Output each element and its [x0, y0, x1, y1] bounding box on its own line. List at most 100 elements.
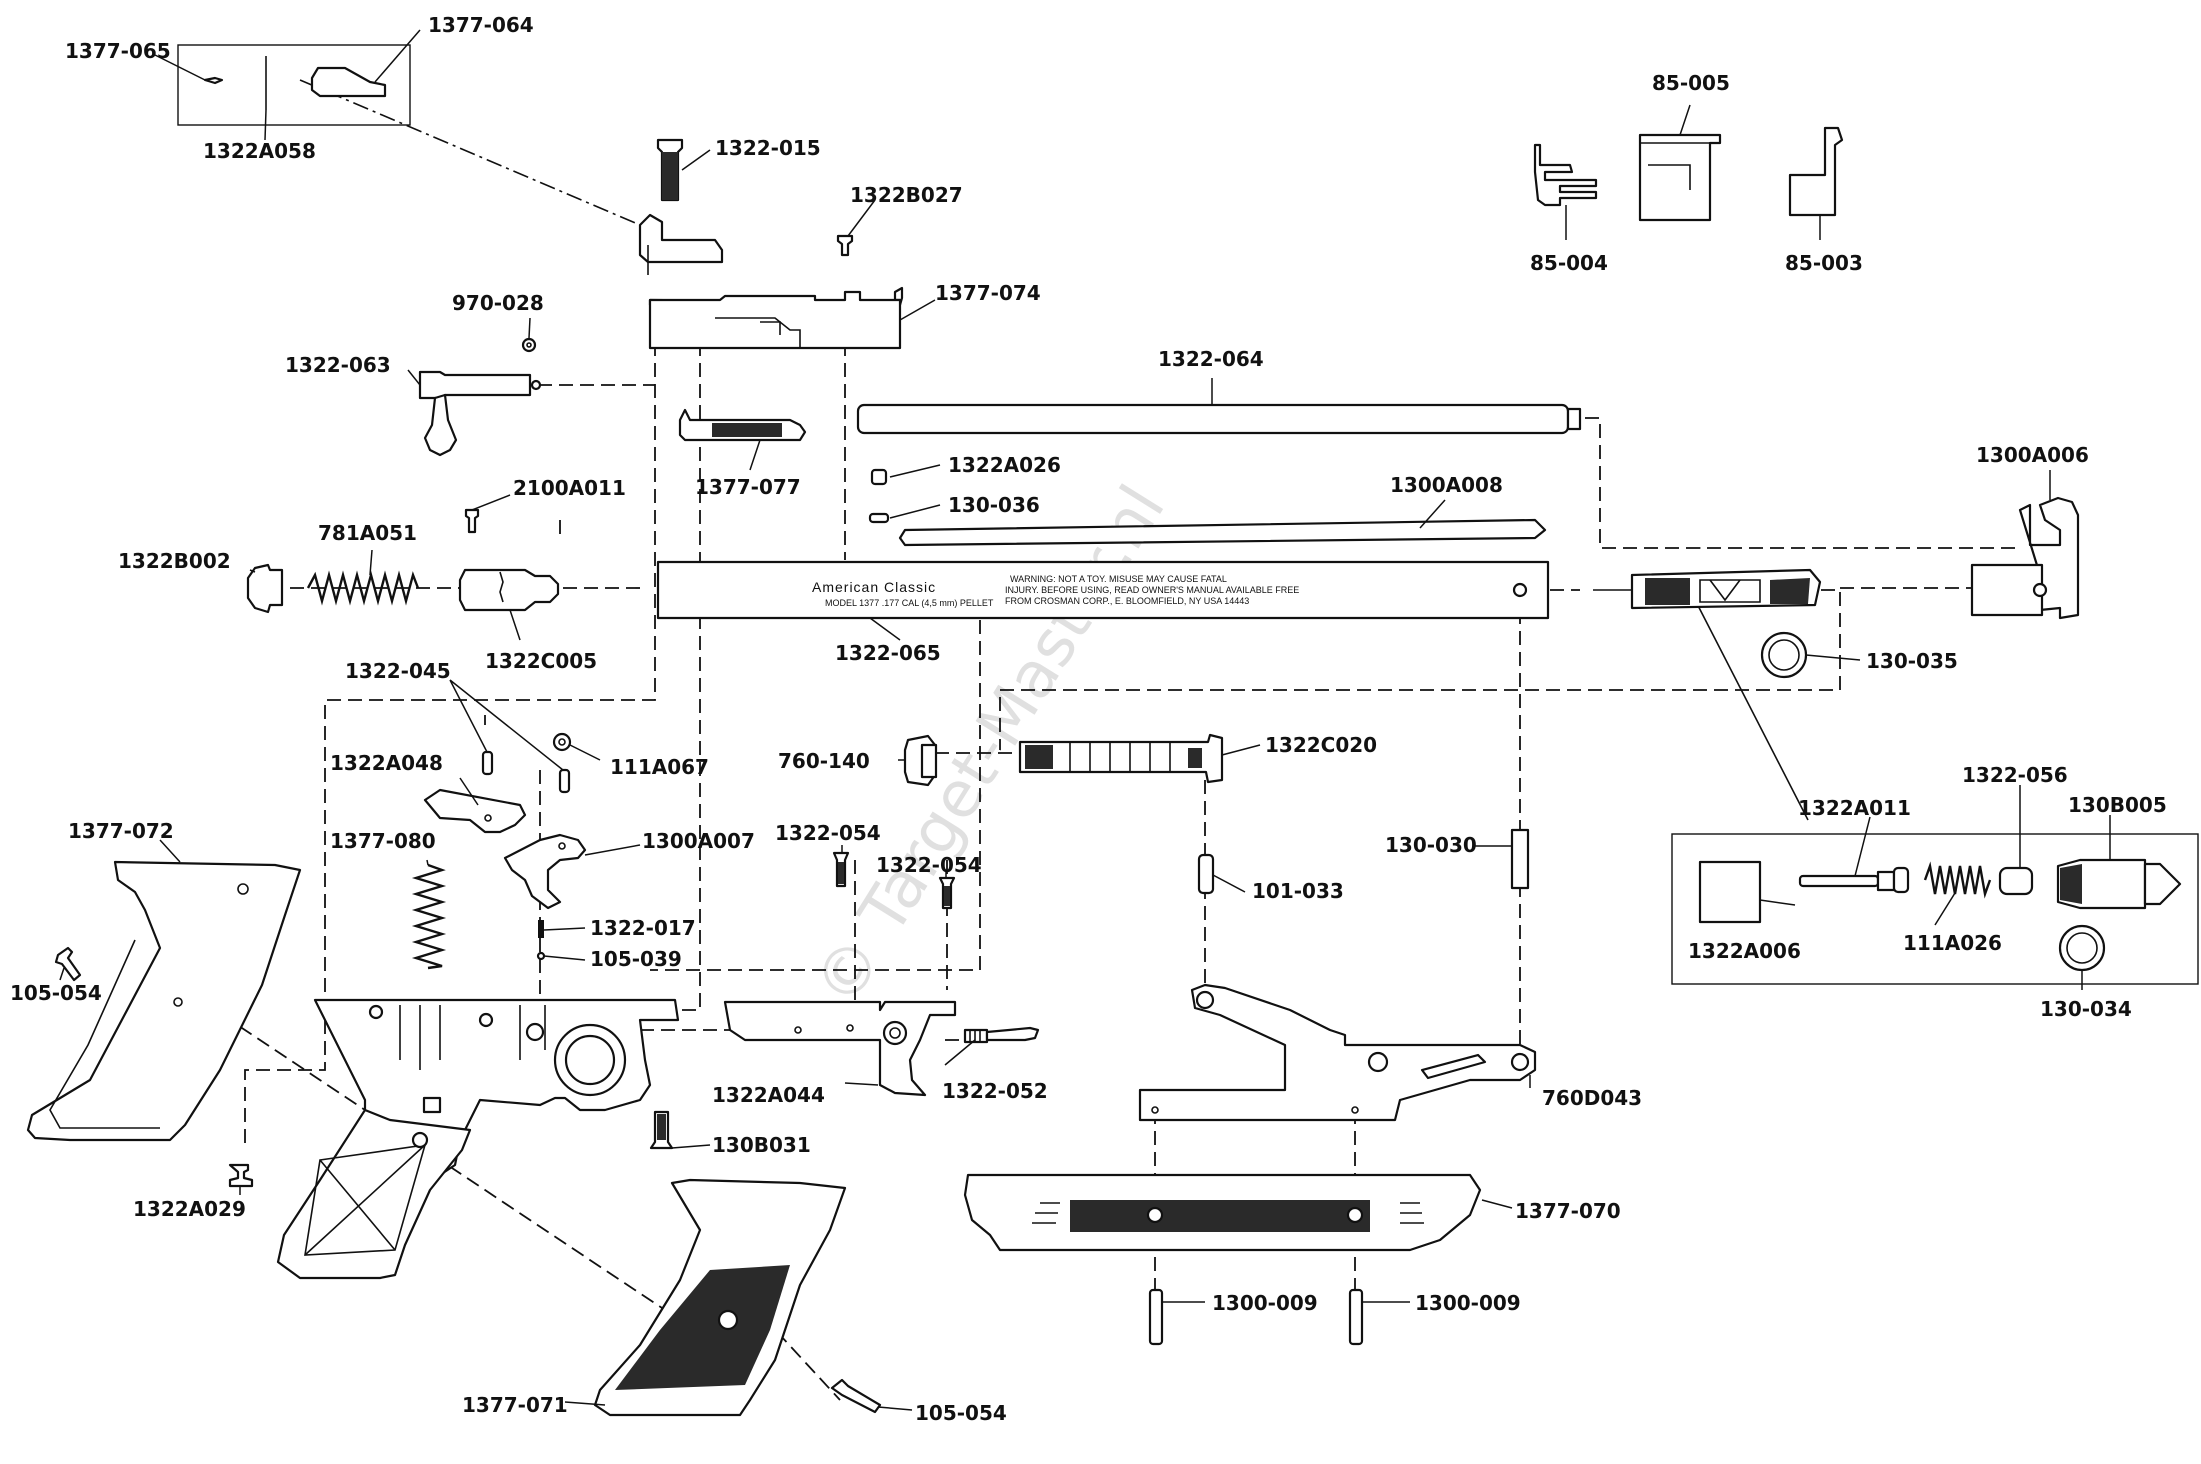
screw-1322-054b [938, 876, 956, 910]
rear-sight-set-box [177, 44, 411, 126]
label-105-054a: 105-054 [10, 981, 102, 1005]
warning-line-3: FROM CROSMAN CORP., E. BLOOMFIELD, NY US… [1005, 596, 1249, 606]
label-1300A007: 1300A007 [642, 829, 755, 853]
label-111A067: 111A067 [610, 755, 709, 779]
label-1377-065: 1377-065 [65, 39, 171, 63]
brand-name: American Classic [812, 579, 936, 595]
label-130B005: 130B005 [2068, 793, 2167, 817]
label-1322B027: 1322B027 [850, 183, 963, 207]
grip-panel-1377-071 [593, 1178, 847, 1417]
label-970-028: 970-028 [452, 291, 544, 315]
receiver-1322-065: American Classic MODEL 1377 .177 CAL (4,… [656, 560, 1550, 620]
pin-1322-017 [538, 920, 544, 938]
label-1377-077: 1377-077 [695, 475, 801, 499]
label-1322A048: 1322A048 [330, 751, 443, 775]
valve-set-box [1671, 833, 2199, 985]
label-1377-074: 1377-074 [935, 281, 1041, 305]
label-1377-080: 1377-080 [330, 829, 436, 853]
label-1322A006: 1322A006 [1688, 939, 1801, 963]
part-85-005 [1638, 133, 1722, 222]
valve-1322C005 [458, 568, 560, 612]
warning-line-1: WARNING: NOT A TOY. MISUSE MAY CAUSE FAT… [1010, 574, 1227, 584]
ball-105-039 [536, 951, 546, 961]
label-105-039: 105-039 [590, 947, 682, 971]
bolt-1322-063 [418, 337, 542, 457]
label-2100A011: 2100A011 [513, 476, 626, 500]
pins-1322-045 [481, 750, 571, 794]
screw-1322-054a [832, 851, 850, 888]
pin-101-033 [1197, 853, 1215, 895]
grip-panel-1377-072 [26, 860, 302, 1142]
front-sight-1300A006 [1970, 496, 2080, 620]
label-760-140: 760-140 [778, 749, 870, 773]
label-130B031: 130B031 [712, 1133, 811, 1157]
label-85-003: 85-003 [1785, 251, 1863, 275]
label-1322-064: 1322-064 [1158, 347, 1264, 371]
part-85-004 [1533, 143, 1598, 207]
screw-105-054b [830, 1378, 882, 1414]
screw-1322-015 [656, 138, 684, 202]
grip-frame [276, 1108, 472, 1280]
oring-130-035 [1760, 631, 1808, 679]
label-1322B002: 1322B002 [118, 549, 231, 573]
screw-1322B027 [836, 234, 854, 257]
label-130-036: 130-036 [948, 493, 1040, 517]
part-1300A008 [898, 518, 1547, 547]
label-85-005: 85-005 [1652, 71, 1730, 95]
label-1322C005: 1322C005 [485, 649, 597, 673]
part-85-003 [1788, 126, 1844, 217]
label-1322-015: 1322-015 [715, 136, 821, 160]
label-111A026: 111A026 [1903, 931, 2002, 955]
label-1300A008: 1300A008 [1390, 473, 1503, 497]
label-1322-056: 1322-056 [1962, 763, 2068, 787]
label-1377-071: 1377-071 [462, 1393, 568, 1417]
part-130-036 [868, 512, 890, 524]
trigger-guard-1322A044 [723, 1000, 957, 1097]
label-1322-045: 1322-045 [345, 659, 451, 683]
cap-1322B002 [246, 563, 284, 614]
screw-1322-052 [963, 1026, 1040, 1044]
label-130-030: 130-030 [1385, 833, 1477, 857]
label-1322A011: 1322A011 [1798, 796, 1911, 820]
leader-lines [59, 29, 2111, 1411]
label-760D043: 760D043 [1542, 1086, 1642, 1110]
label-1377-064: 1377-064 [428, 13, 534, 37]
screw-105-054a [54, 946, 82, 982]
forearm-1377-070 [963, 1173, 1482, 1252]
label-1300A006: 1300A006 [1976, 443, 2089, 467]
part-labels: 1377-065 1377-064 1322A058 1322-015 1322… [10, 13, 2167, 1425]
label-1322A029: 1322A029 [133, 1197, 246, 1221]
label-1322-052: 1322-052 [942, 1079, 1048, 1103]
breech-1377-074 [648, 286, 904, 350]
label-1322-017: 1322-017 [590, 916, 696, 940]
model-stamp: MODEL 1377 .177 CAL (4,5 mm) PELLET [825, 598, 994, 608]
label-1322A044: 1322A044 [712, 1083, 825, 1107]
label-1377-072: 1377-072 [68, 819, 174, 843]
slide-1377-077 [678, 408, 807, 442]
air-tube-1322-064 [856, 403, 1582, 435]
screw-1322A029 [228, 1163, 254, 1188]
barrel-end-assembly [1593, 568, 1822, 610]
washer-111A067 [552, 732, 572, 752]
trigger-1300A007 [503, 833, 587, 910]
label-1322-054b: 1322-054 [876, 853, 982, 877]
part-760-140 [903, 734, 938, 787]
label-105-054b: 105-054 [915, 1401, 1007, 1425]
label-85-004: 85-004 [1530, 251, 1608, 275]
label-1322-063: 1322-063 [285, 353, 391, 377]
label-1322-065: 1322-065 [835, 641, 941, 665]
spring-781A051 [306, 570, 420, 606]
pin-130-030 [1510, 828, 1530, 890]
pump-1322C020 [1018, 733, 1224, 784]
part-1322A026 [870, 468, 888, 486]
label-1300-009a: 1300-009 [1212, 1291, 1318, 1315]
rear-sight [638, 213, 724, 275]
pump-lever-760D043 [1138, 983, 1537, 1122]
label-1377-070: 1377-070 [1515, 1199, 1621, 1223]
label-1322C020: 1322C020 [1265, 733, 1377, 757]
sear-1322A048 [423, 788, 527, 834]
warning-line-2: INJURY. BEFORE USING, READ OWNER'S MANUA… [1005, 585, 1299, 595]
label-1322A026: 1322A026 [948, 453, 1061, 477]
label-1322-054a: 1322-054 [775, 821, 881, 845]
